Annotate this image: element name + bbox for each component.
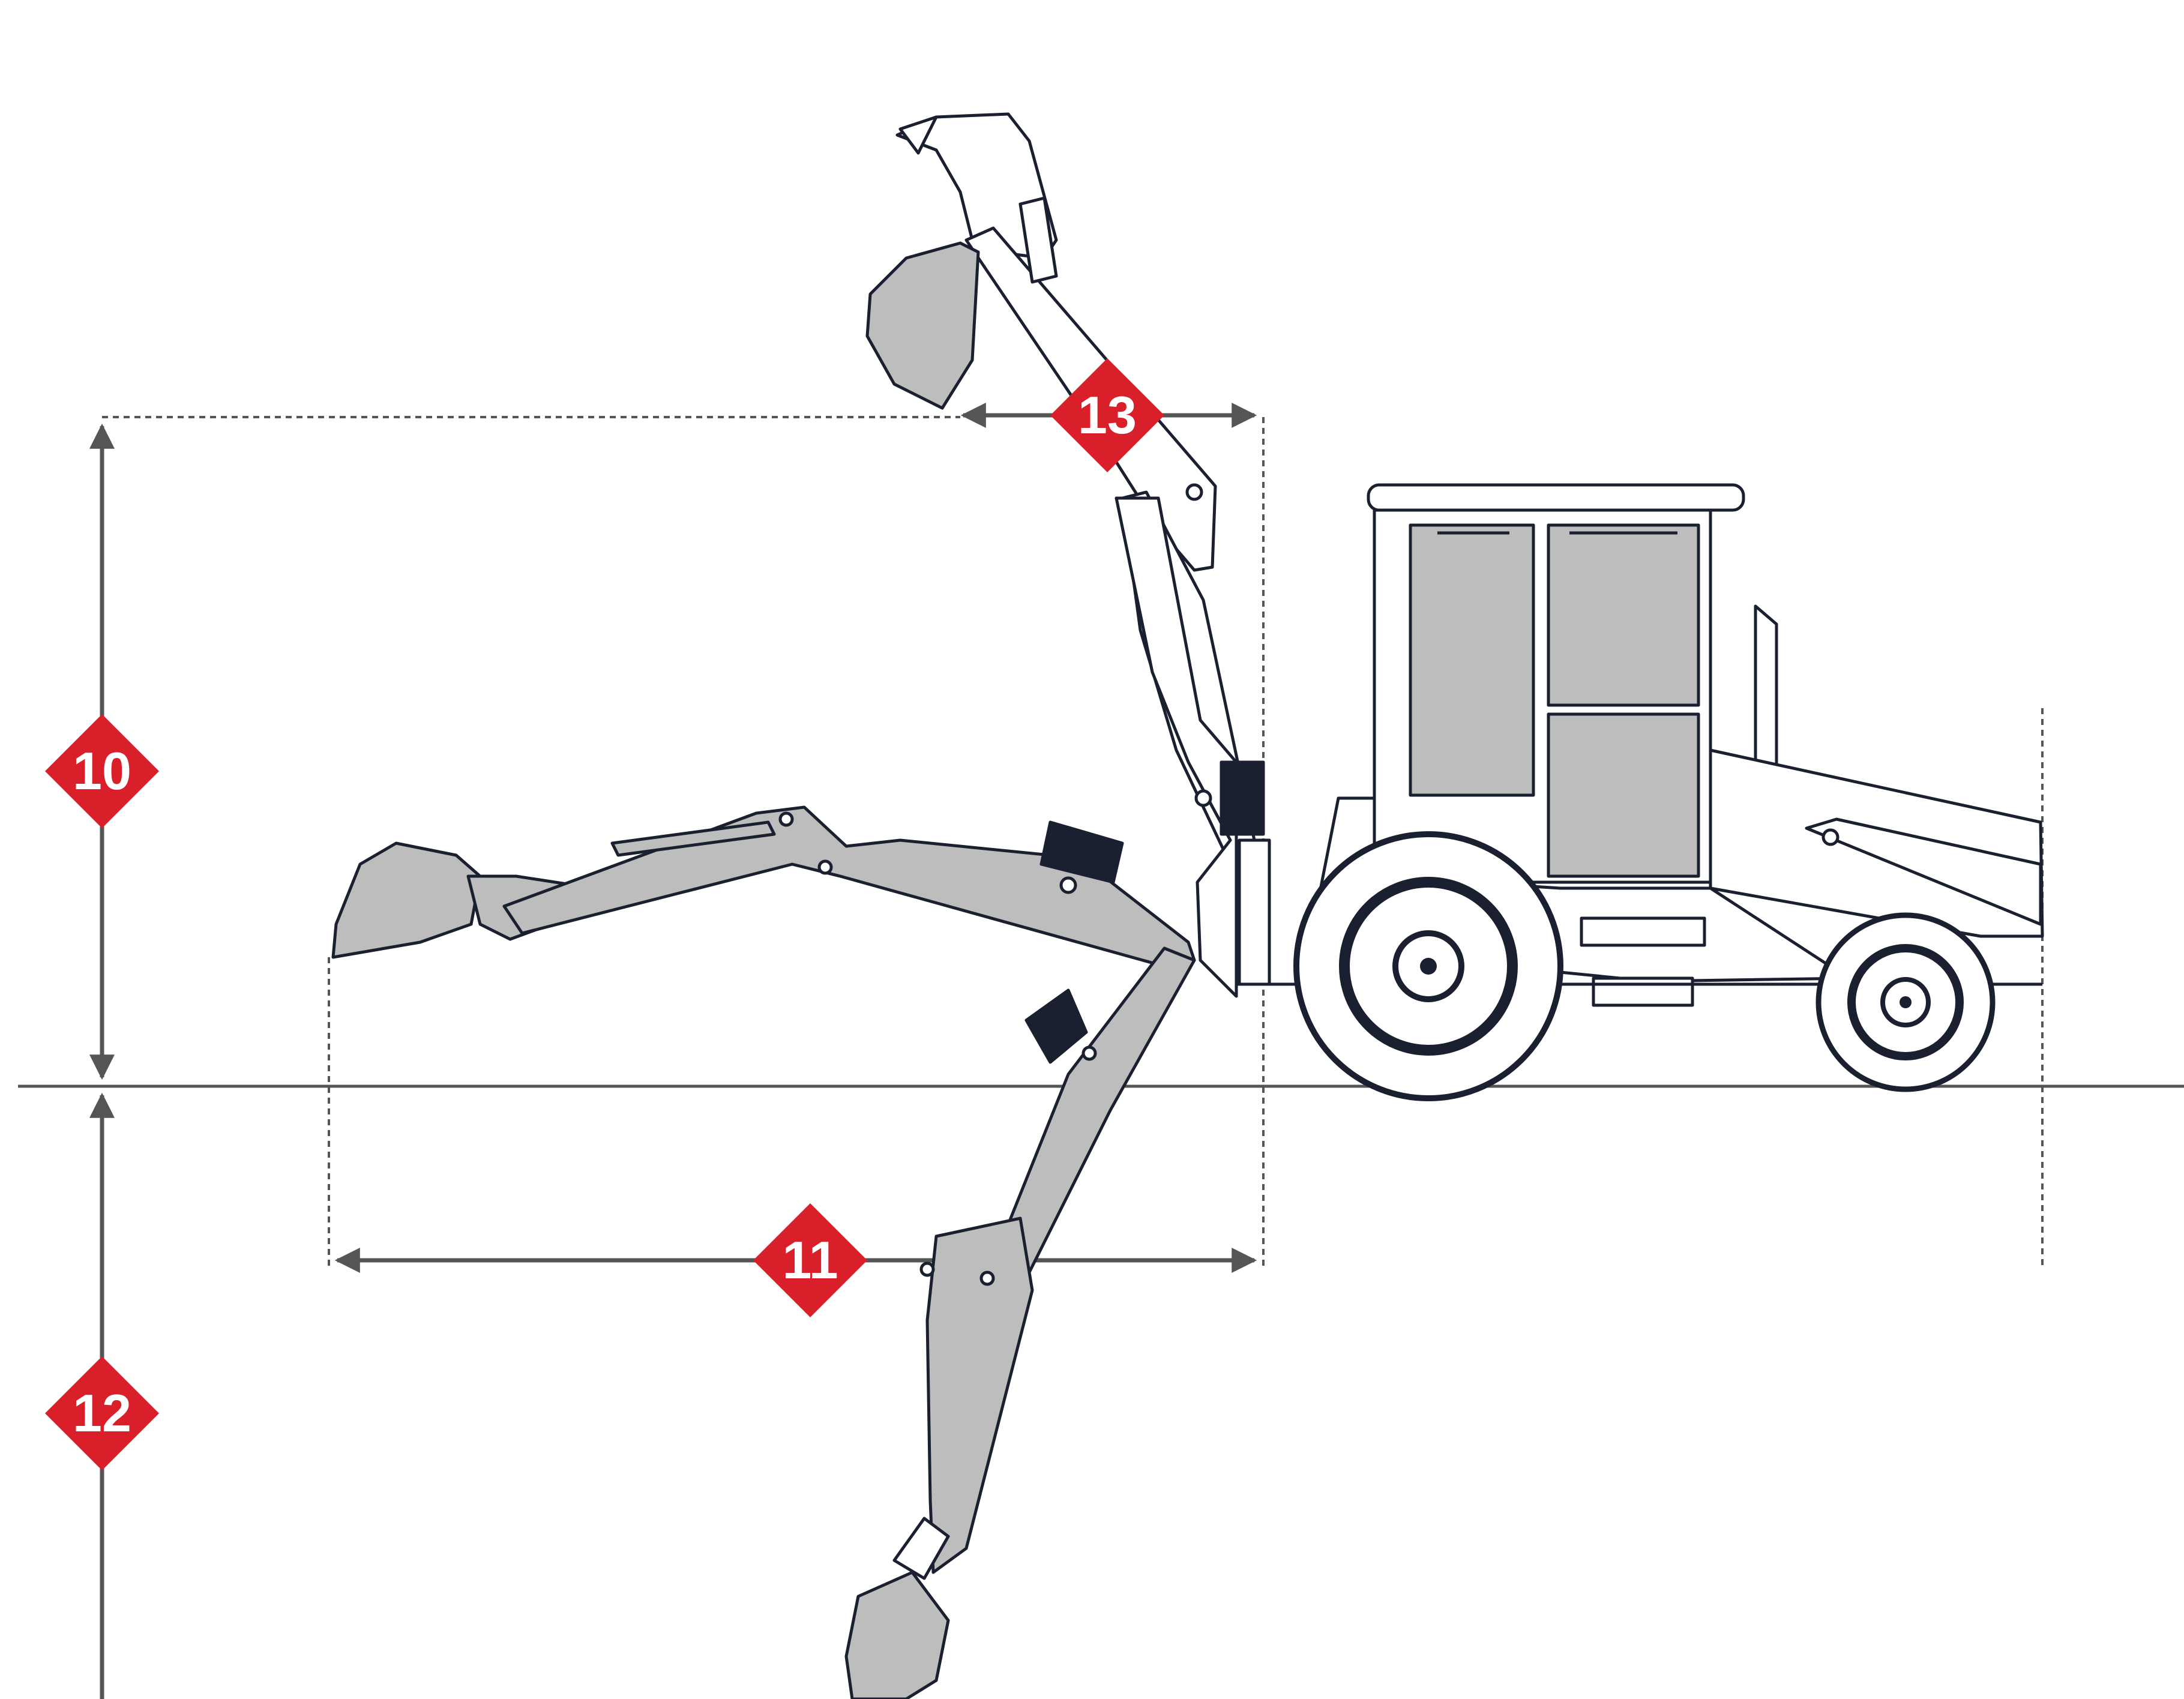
arm-extended-position [331, 805, 1196, 968]
badge-10: 10 [45, 714, 159, 828]
cab-window-front-lower [1547, 712, 1700, 878]
exhaust-stack [1754, 604, 1778, 770]
badge-11-label: 11 [782, 1230, 838, 1290]
hood-side-panel [1805, 817, 2042, 926]
arm-lowered-position [844, 946, 1196, 1699]
badge-11: 11 [753, 1203, 867, 1317]
badge-10-label: 10 [73, 741, 131, 801]
boom-mount [1115, 496, 1271, 998]
rear-wheel [1293, 831, 1563, 1101]
cab-roof [1367, 483, 1745, 512]
badge-12-label: 12 [73, 1383, 131, 1443]
badge-13-label: 13 [1078, 385, 1137, 445]
swing-bracket [1220, 760, 1265, 836]
badge-12: 12 [45, 1356, 159, 1470]
step-upper [1580, 916, 1706, 947]
front-wheel [1815, 912, 1996, 1092]
cab-window-rear [1409, 523, 1535, 797]
step-lower [1592, 976, 1694, 1007]
cab-window-front-upper [1547, 523, 1700, 707]
badge-13: 13 [1050, 358, 1164, 472]
